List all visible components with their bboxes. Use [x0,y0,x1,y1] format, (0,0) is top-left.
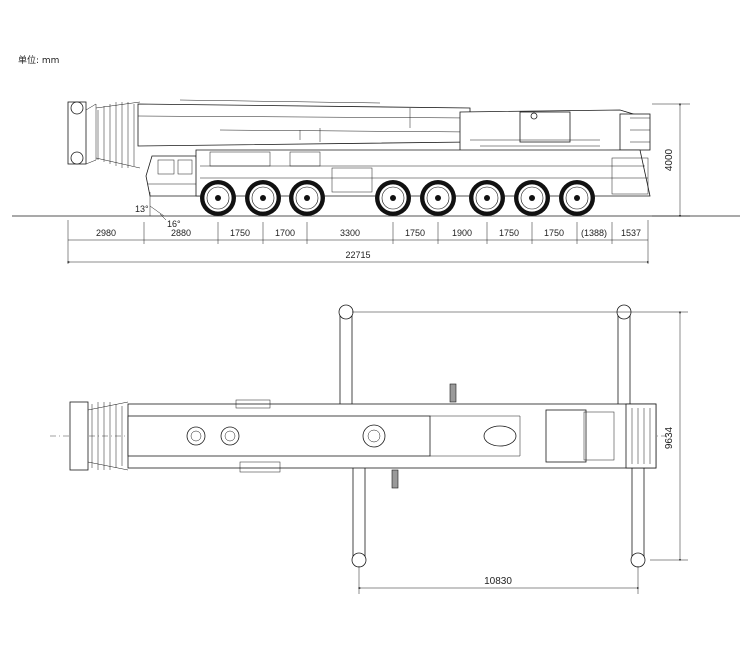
height-dimension: 4000 [652,102,690,218]
boom-head [67,101,141,169]
height-label: 4000 [664,148,675,171]
approach-angle-label: 13° [135,204,149,214]
segment-label: (1388) [581,228,607,238]
outrigger-rear [616,304,646,568]
segment-label: 1750 [544,228,564,238]
length-dimension: 10830 [357,566,640,594]
segment-label: 1750 [230,228,250,238]
side-view: 4000 13° 16° [12,99,740,264]
unit-label: 单位: mm [18,56,60,66]
segment-label: 1750 [499,228,519,238]
outrigger-length-label: 10830 [484,576,512,587]
top-view: 9634 10830 [50,304,688,594]
segment-label: 1537 [621,228,641,238]
segment-dimension-line: 2980 2880 1750 1700 3300 1750 1900 1750 … [66,220,650,264]
carrier-body-top [127,383,657,489]
segment-label: 2980 [96,228,116,238]
superstructure [459,109,651,153]
departure-angle-label: 16° [167,219,181,229]
angle-markers: 13° 16° [135,192,181,229]
segment-label: 1900 [452,228,472,238]
boom-head-top [69,401,129,471]
width-dimension: 9634 [352,310,688,562]
telescopic-boom [137,99,471,147]
segment-label: 2880 [171,228,191,238]
segment-label: 1750 [405,228,425,238]
segment-label: 1700 [275,228,295,238]
wheel-set [199,179,596,217]
driver-cab [145,155,201,197]
segment-label: 3300 [340,228,360,238]
outrigger-width-label: 9634 [664,426,675,449]
total-length-label: 22715 [345,250,370,260]
